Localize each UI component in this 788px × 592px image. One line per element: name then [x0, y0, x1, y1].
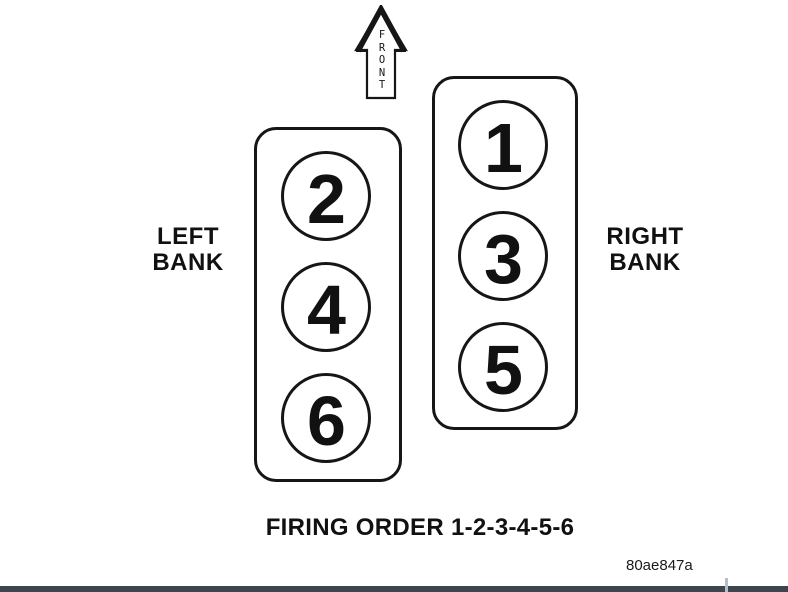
cylinder-circle-5: 5 — [458, 322, 548, 412]
horizontal-scrollbar[interactable] — [0, 586, 788, 592]
cylinder-circle-4: 4 — [281, 262, 371, 352]
right-bank-label: RIGHT BANK — [606, 223, 684, 276]
cylinder-circle-1: 1 — [458, 100, 548, 190]
cylinder-circle-3: 3 — [458, 211, 548, 301]
front-arrow-label: F R O N T — [378, 29, 386, 92]
front-arrow-icon — [354, 5, 408, 100]
cylinder-number: 2 — [307, 159, 346, 238]
figure-code: 80ae847a — [626, 557, 693, 574]
cylinder-number: 4 — [307, 270, 346, 349]
cylinder-number: 5 — [484, 330, 523, 409]
scrollbar-thumb-tick[interactable] — [725, 578, 728, 592]
cylinder-circle-2: 2 — [281, 151, 371, 241]
cylinder-circle-6: 6 — [281, 373, 371, 463]
firing-order-caption: FIRING ORDER 1-2-3-4-5-6 — [265, 514, 575, 541]
cylinder-number: 1 — [484, 108, 523, 187]
cylinder-number: 6 — [307, 381, 346, 460]
left-bank-label: LEFT BANK — [152, 223, 224, 276]
cylinder-number: 3 — [484, 219, 523, 298]
